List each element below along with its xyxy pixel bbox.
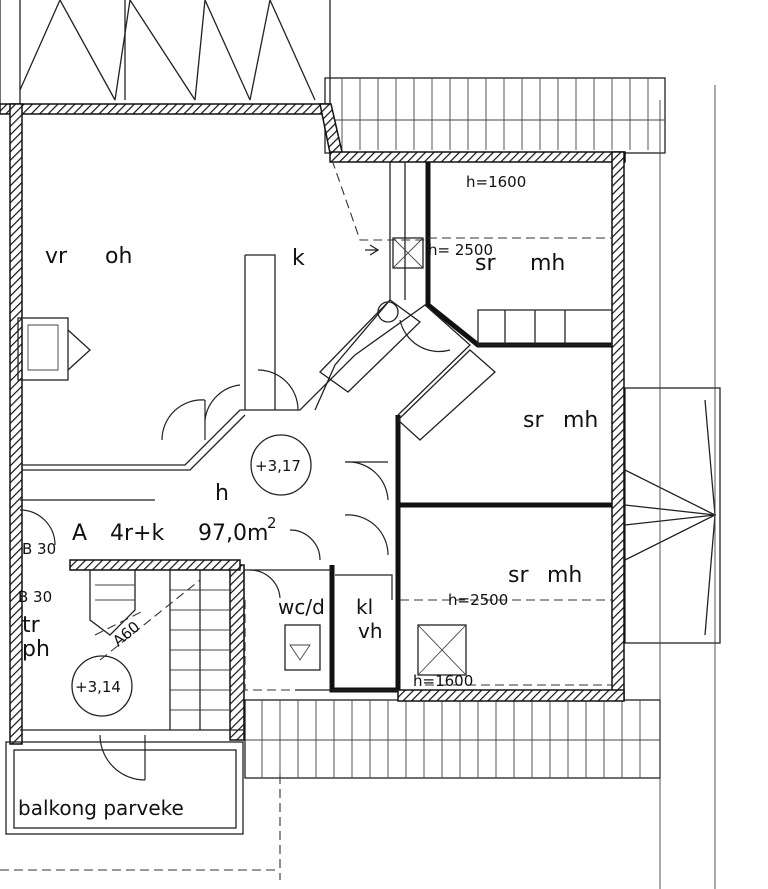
kitchen-counter (319, 237, 424, 393)
room-label-sr-3: sr (508, 563, 529, 588)
hall-level-value: +3,17 (255, 457, 301, 475)
fireplace (17, 317, 91, 381)
apartment-area-unit-exponent: 2 (267, 514, 277, 532)
wc-fixtures (284, 624, 467, 676)
wardrobes (397, 309, 613, 441)
apartment-type: 4r+k (110, 521, 164, 546)
wall-mark-b30-left: B 30 (22, 540, 56, 558)
room-label-vr: vr (45, 244, 68, 269)
apartment-letter: A (72, 521, 87, 546)
balcony (5, 741, 244, 835)
hall-level-circle (250, 434, 312, 496)
room-label-ph: ph (22, 637, 50, 662)
stair (89, 570, 232, 730)
doors (19, 319, 451, 781)
wall-mark-a60: A60 (109, 618, 143, 651)
room-label-sr-1: sr (475, 251, 496, 276)
height-note-mid: h= 2500 (428, 241, 493, 259)
wall-mark-b30-stair: B 30 (18, 588, 52, 606)
room-label-k: k (292, 246, 305, 271)
room-label-mh-2: mh (563, 408, 598, 433)
apartment-area-unit: m (247, 521, 268, 546)
exterior-walls (0, 103, 626, 745)
room-label-mh-1: mh (530, 251, 565, 276)
direction-arrow (365, 244, 380, 256)
room-label-mh-3: mh (547, 563, 582, 588)
height-note-bottom: h=1600 (413, 672, 473, 690)
dashed-lines (0, 159, 612, 880)
interior-walls (20, 162, 612, 731)
room-label-vh: vh (358, 619, 383, 643)
roof-top-left (0, 0, 331, 106)
room-label-oh: oh (105, 244, 132, 269)
roof-tiles-top-right (324, 77, 666, 154)
height-note-top: h=1600 (466, 173, 526, 191)
apartment-area: 97,0 (198, 521, 247, 546)
room-label-sr-2: sr (523, 408, 544, 433)
stair-level-circle (71, 655, 133, 717)
room-label-kl: kl (356, 595, 373, 619)
roof-tiles-bottom (244, 699, 661, 779)
room-label-wc-d: wc/d (278, 595, 325, 619)
roof-right-dormer (624, 85, 721, 889)
stair-level-value: +3,14 (75, 678, 121, 696)
room-label-h: h (215, 481, 229, 506)
room-label-tr: tr (22, 613, 41, 638)
balcony-label: balkong parveke (18, 796, 184, 820)
height-note-lower: h=2500 (448, 591, 508, 609)
